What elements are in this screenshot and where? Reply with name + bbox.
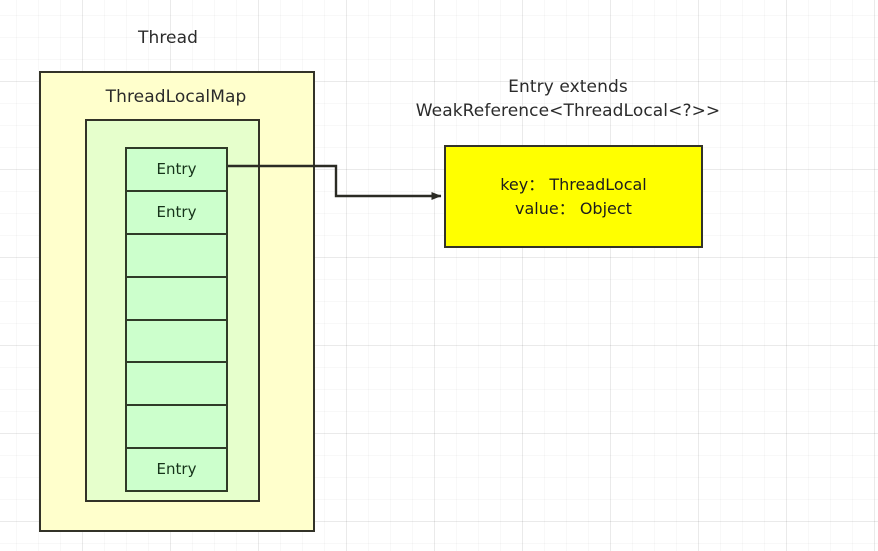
entry-cell: Entry xyxy=(125,147,228,192)
entry-detail-box: key： ThreadLocal value： Object xyxy=(444,145,703,248)
entry-cell xyxy=(125,318,228,364)
entry-class-label: Entry extends WeakReference<ThreadLocal<… xyxy=(415,77,721,121)
entry-cell-label: Entry xyxy=(156,202,197,221)
threadlocalmap-label: ThreadLocalMap xyxy=(105,87,247,107)
entry-cell xyxy=(125,275,228,321)
entry-cell xyxy=(125,361,228,407)
entry-cell: Entry xyxy=(125,447,228,492)
entry-cell-label: Entry xyxy=(156,460,197,479)
entry-detail-text: key： ThreadLocal value： Object xyxy=(500,174,647,218)
thread-label: Thread xyxy=(137,28,199,48)
entry-cell xyxy=(125,232,228,278)
entry-cell-label: Entry xyxy=(156,159,197,178)
entry-cell xyxy=(125,404,228,450)
entry-table-stack: Entry Entry Entry xyxy=(125,147,228,492)
entry-cell: Entry xyxy=(125,189,228,235)
